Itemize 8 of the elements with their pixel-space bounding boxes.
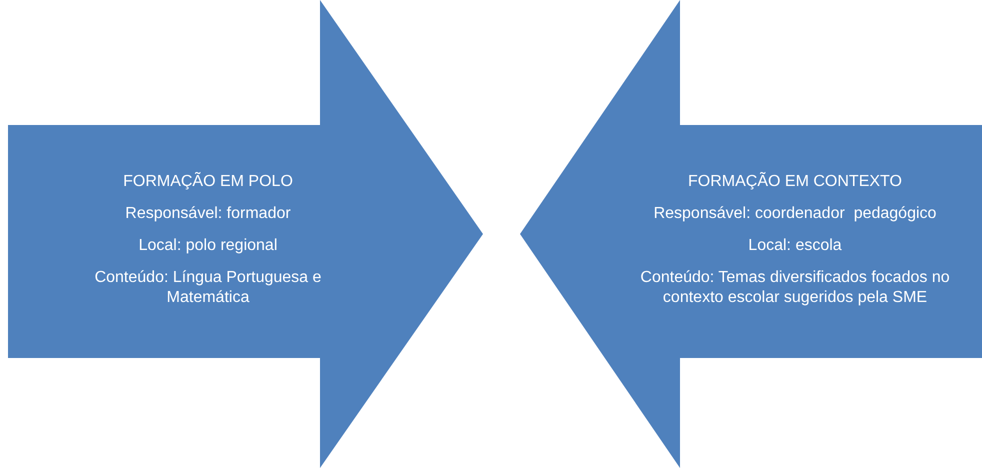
arrow-heading: FORMAÇÃO EM POLO <box>122 172 294 192</box>
arrow-text: Conteúdo: Temas diversificados focados no contexto escolar sugeridos pela SME <box>639 268 951 308</box>
arrow-text: Responsável: formador <box>124 204 292 224</box>
arrow-text: Local: polo regional <box>138 236 278 256</box>
arrow-text: Local: escola <box>747 236 843 256</box>
arrow-text: Responsável: coordenador pedagógico <box>652 204 938 224</box>
arrow-heading: FORMAÇÃO EM CONTEXTO <box>687 172 903 192</box>
arrow-text: Conteúdo: Língua Portuguesa e Matemática <box>94 268 322 308</box>
